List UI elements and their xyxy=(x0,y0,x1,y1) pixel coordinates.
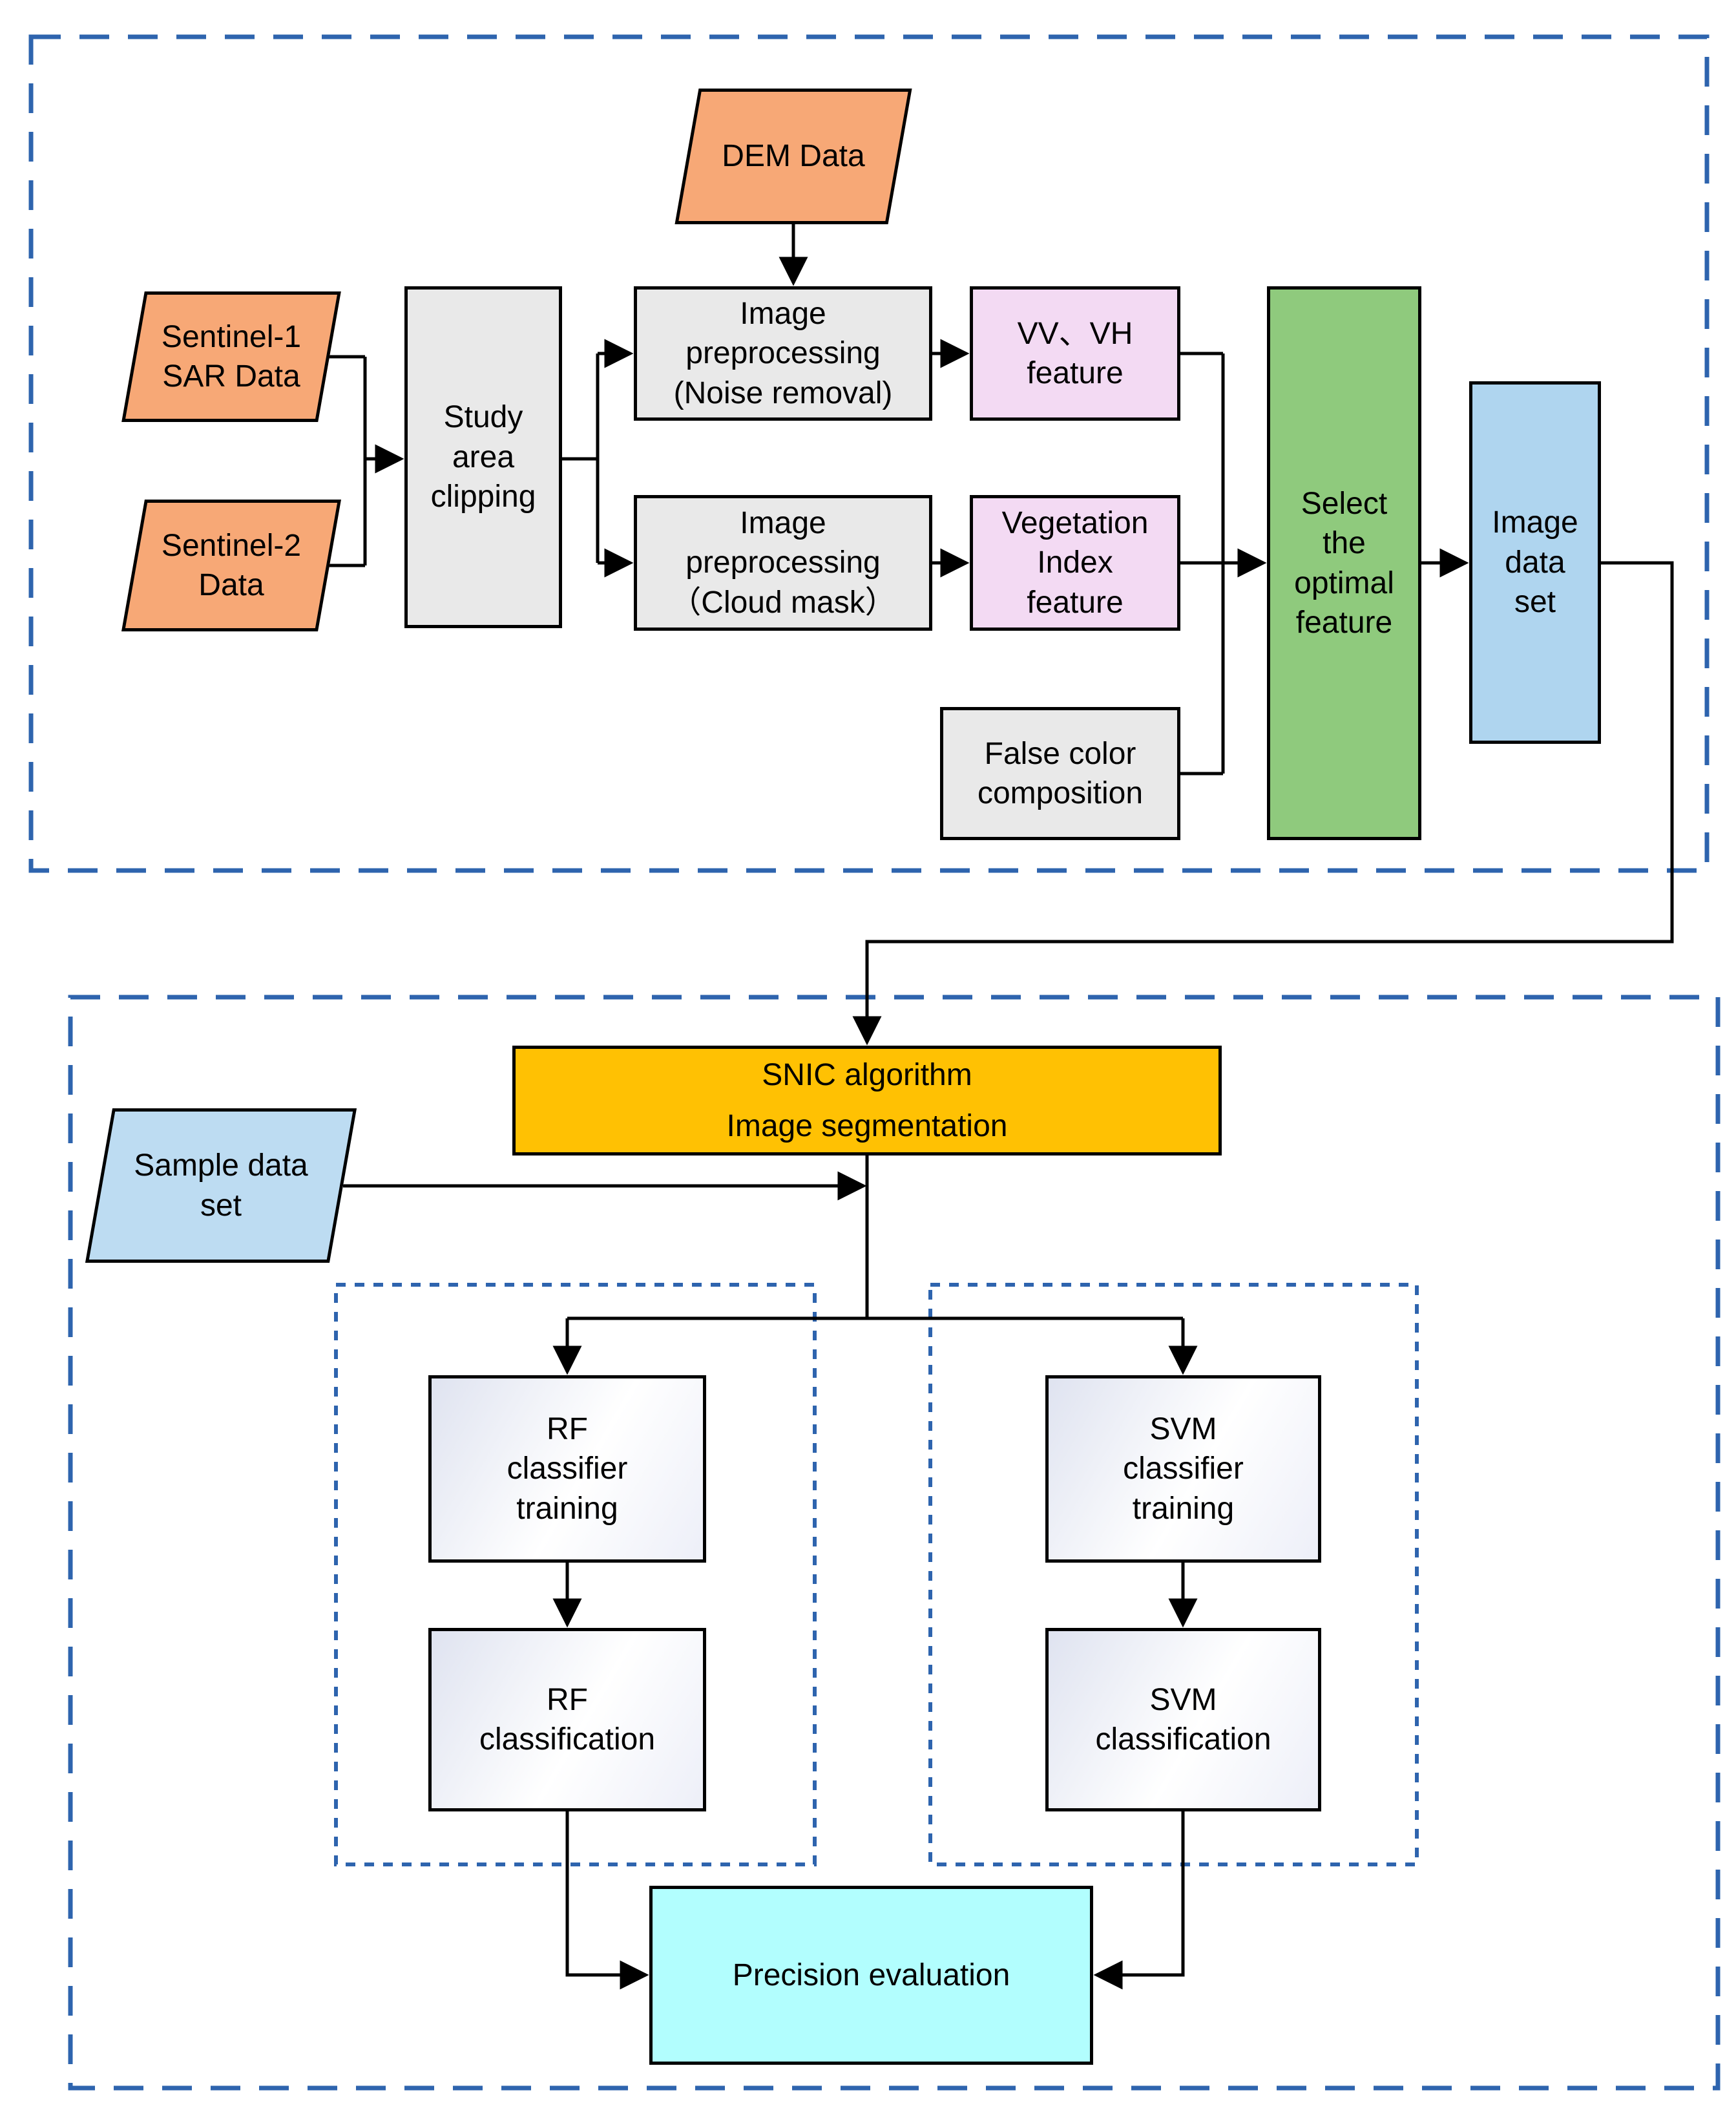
rf-classification-label: RF classification xyxy=(479,1682,656,1757)
select-optimal-feature-label: Select the optimal feature xyxy=(1294,486,1394,640)
preprocessing-cloud-label: Image preprocessing （Cloud mask） xyxy=(670,505,896,620)
connector-arrows xyxy=(326,224,1674,1990)
arrow-rf-to-precision xyxy=(565,1811,649,1990)
sample-dataset-node: Sample data set xyxy=(85,1108,357,1263)
classification-section-box xyxy=(68,995,1720,2091)
sentinel1-label: Sentinel-1 SAR Data xyxy=(161,319,302,394)
vegetation-index-node: Vegetation Index feature xyxy=(970,495,1180,631)
svm-classifier-training-label: SVM classifier training xyxy=(1123,1411,1244,1526)
arrow-svm-to-precision xyxy=(1093,1811,1185,1990)
sentinel1-node: Sentinel-1 SAR Data xyxy=(121,291,341,422)
preprocessing-noise-label: Image preprocessing (Noise removal) xyxy=(673,296,893,410)
vv-vh-feature-node: VV、VH feature xyxy=(970,286,1180,421)
rf-classification-node: RF classification xyxy=(428,1628,706,1811)
image-dataset-label: Image data set xyxy=(1492,505,1578,620)
study-area-clipping-label: Study area clipping xyxy=(430,400,536,514)
image-dataset-node: Image data set xyxy=(1469,381,1601,744)
preprocessing-noise-node: Image preprocessing (Noise removal) xyxy=(634,286,932,421)
dem-data-node: DEM Data xyxy=(675,89,912,224)
svm-branch-box xyxy=(928,1283,1419,1866)
svm-classifier-training-node: SVM classifier training xyxy=(1045,1375,1321,1563)
rf-classifier-training-node: RF classifier training xyxy=(428,1375,706,1563)
study-area-clipping-node: Study area clipping xyxy=(404,286,562,628)
sentinel2-label: Sentinel-2 Data xyxy=(161,528,302,602)
snic-segmentation-node: SNIC algorithm Image segmentation xyxy=(512,1046,1222,1155)
rf-branch-box xyxy=(334,1283,817,1866)
false-color-node: False color composition xyxy=(940,707,1180,840)
preprocessing-section-box xyxy=(28,34,1710,873)
vv-vh-feature-label: VV、VH feature xyxy=(1017,316,1133,390)
dem-data-label: DEM Data xyxy=(722,139,865,174)
preprocessing-cloud-node: Image preprocessing （Cloud mask） xyxy=(634,495,932,631)
false-color-label: False color composition xyxy=(977,736,1144,810)
sentinel2-node: Sentinel-2 Data xyxy=(121,500,341,631)
svm-classification-label: SVM classification xyxy=(1095,1682,1271,1757)
precision-evaluation-node: Precision evaluation xyxy=(649,1886,1093,2065)
select-optimal-feature-node: Select the optimal feature xyxy=(1267,286,1421,840)
arrow-imageds-to-snic xyxy=(852,561,1674,1046)
rf-classifier-training-label: RF classifier training xyxy=(507,1411,628,1526)
svm-classification-node: SVM classification xyxy=(1045,1628,1321,1811)
precision-evaluation-label: Precision evaluation xyxy=(732,1957,1010,1992)
vegetation-index-label: Vegetation Index feature xyxy=(1001,505,1149,620)
sample-dataset-label: Sample data set xyxy=(134,1148,308,1223)
snic-segmentation-label: SNIC algorithm Image segmentation xyxy=(726,1057,1008,1143)
